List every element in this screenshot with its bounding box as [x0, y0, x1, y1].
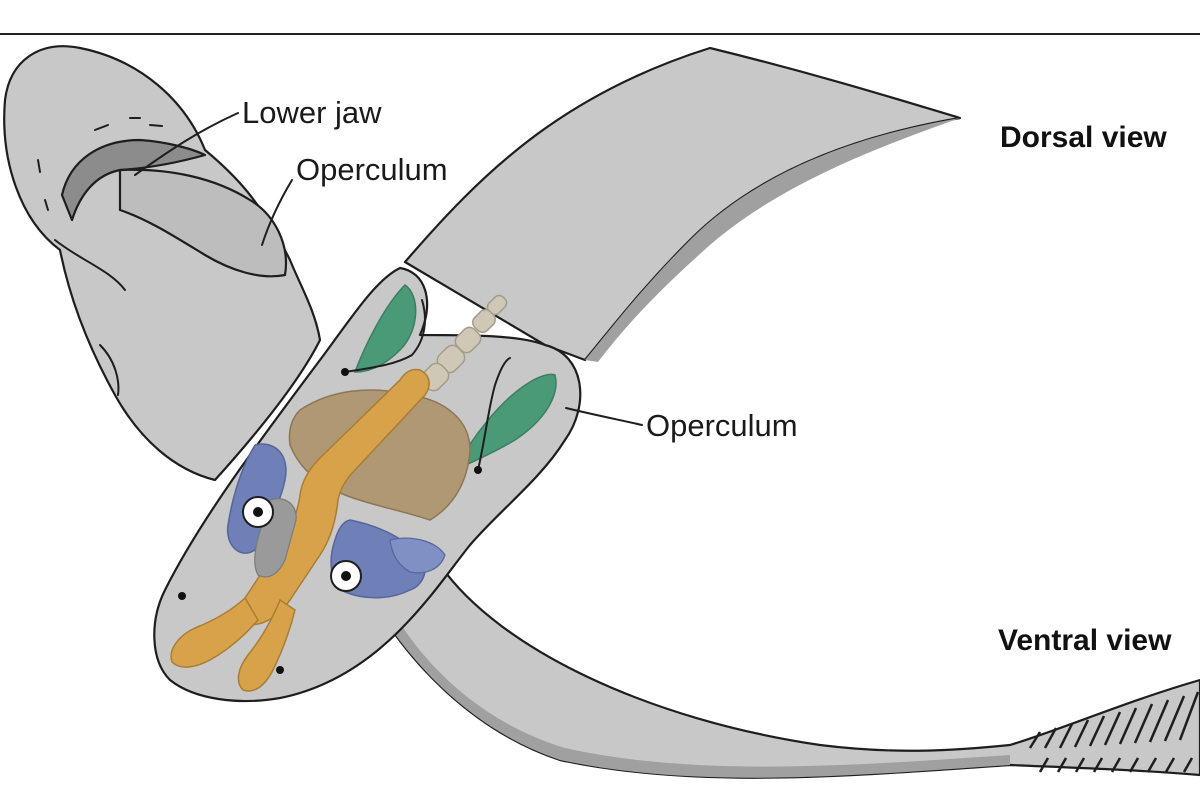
ventral-view-title: Ventral view	[998, 624, 1172, 657]
dorsal-head	[153, 266, 582, 703]
lower-jaw-label: Lower jaw	[242, 95, 382, 130]
operculum-ventral-label: Operculum	[646, 408, 798, 443]
lower-jaw-band	[60, 138, 207, 222]
right-eye	[330, 560, 362, 592]
dorsal-body	[403, 46, 962, 362]
operculum-dorsal-leader	[261, 179, 293, 246]
dorsal-view-title: Dorsal view	[1000, 121, 1167, 154]
lower-jaw-leader	[134, 112, 239, 176]
ventral-body-shadow	[380, 612, 1010, 778]
left-eye	[242, 496, 274, 528]
operculum-ventral-leader	[565, 407, 643, 426]
operculum-dorsal-label: Operculum	[296, 152, 448, 187]
ventral-body	[378, 563, 1200, 779]
tail-fin-rays	[1028, 691, 1200, 773]
head-detail	[3, 45, 322, 482]
